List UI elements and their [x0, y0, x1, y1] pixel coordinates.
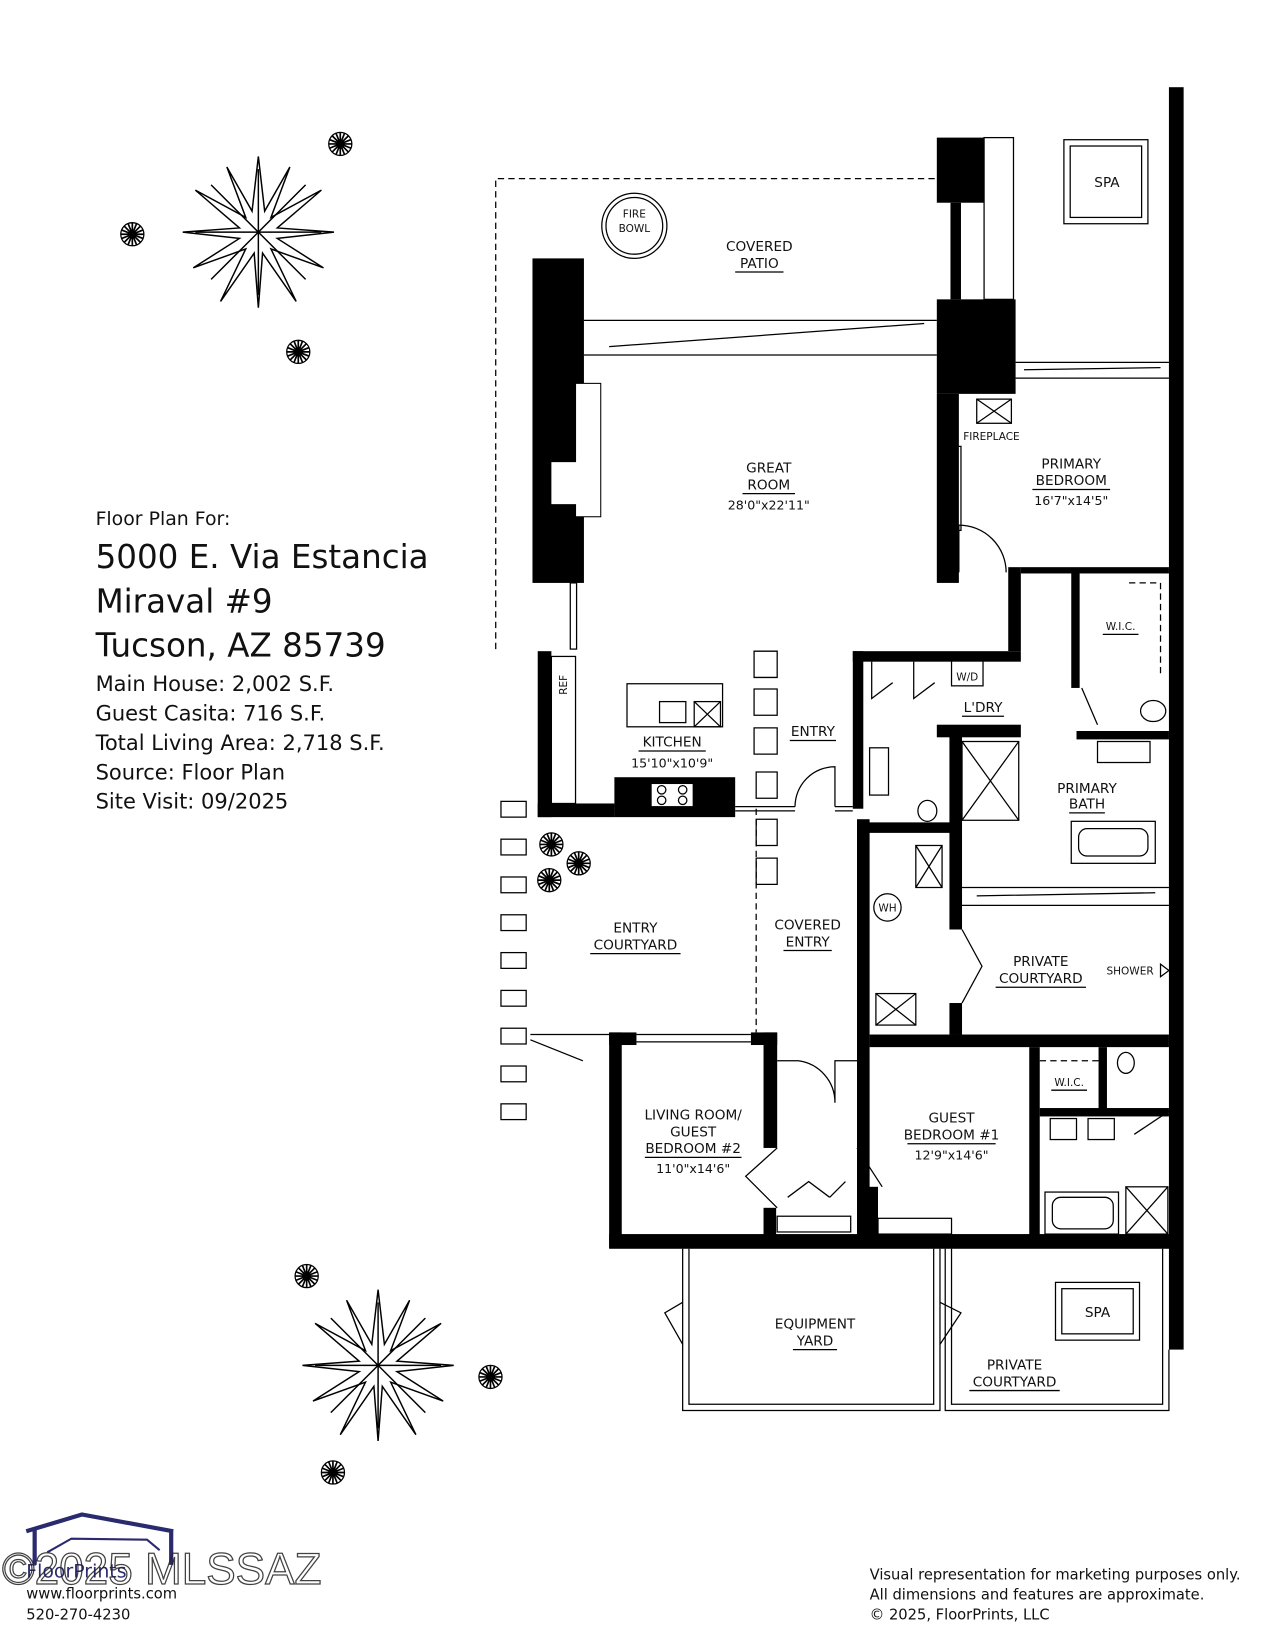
great-room-dims: 28'0"x22'11" — [728, 497, 810, 512]
covered-patio-label: COVERED — [726, 239, 793, 255]
lower-yard — [663, 1248, 1170, 1412]
private-courtyard-label: PRIVATE — [1013, 954, 1068, 970]
address-line: Tucson, AZ 85739 — [95, 626, 386, 664]
fire-bowl — [601, 192, 668, 260]
private-courtyard-label: PRIVATE — [987, 1358, 1042, 1374]
private-courtyard-label: COURTYARD — [999, 971, 1083, 987]
guest-bedroom-label: GUEST — [928, 1111, 975, 1127]
primary-bedroom-dims: 16'7"x14'5" — [1034, 493, 1108, 508]
watermark: ©2025 MLSSAZ — [2, 1545, 321, 1594]
spa-top — [1063, 139, 1149, 225]
water-heater-label: WH — [878, 903, 896, 915]
detail-line: Guest Casita: 716 S.F. — [96, 702, 326, 726]
floorprints-logo: FloorPrints — [25, 1512, 174, 1583]
logo-text: FloorPrints — [26, 1561, 126, 1583]
primary-bedroom-label: PRIMARY — [1041, 456, 1101, 472]
tree-top — [182, 155, 335, 309]
living-room-label: BEDROOM #2 — [645, 1141, 741, 1157]
intro-text: Floor Plan For: — [96, 508, 231, 530]
phone: 520-270-4230 — [26, 1607, 130, 1624]
entry-label: ENTRY — [791, 724, 836, 740]
wic-primary-label: W.I.C. — [1106, 621, 1136, 633]
laundry-label: L'DRY — [964, 700, 1003, 716]
shrub — [294, 832, 592, 1485]
guest-bedroom-dims: 12'9"x14'6" — [915, 1148, 989, 1163]
tree-bottom — [301, 1288, 455, 1442]
primary-bath-label: PRIMARY — [1057, 781, 1117, 797]
fire-bowl-label: BOWL — [619, 223, 651, 235]
living-room-label: GUEST — [670, 1124, 717, 1140]
equipment-yard-label: YARD — [796, 1333, 834, 1349]
address-line: Miraval #9 — [96, 582, 273, 620]
primary-bath-label: BATH — [1069, 797, 1105, 813]
detail-line: Source: Floor Plan — [96, 760, 285, 784]
detail-line: Main House: 2,002 S.F. — [96, 672, 335, 696]
living-room-label: LIVING ROOM/ — [644, 1108, 742, 1124]
covered-patio-label: PATIO — [740, 256, 779, 272]
private-courtyard-label: COURTYARD — [973, 1374, 1057, 1390]
washer-dryer-label: W/D — [956, 672, 978, 684]
ref-label: REF — [558, 675, 570, 695]
kitchen-dims: 15'10"x10'9" — [631, 756, 713, 771]
disclaimer-line: All dimensions and features are approxim… — [870, 1587, 1205, 1604]
walls — [532, 87, 1184, 1350]
covered-entry-label: ENTRY — [786, 934, 831, 950]
guest-bedroom-label: BEDROOM #1 — [904, 1128, 1000, 1144]
fire-bowl-label: FIRE — [623, 208, 646, 220]
kitchen-label: KITCHEN — [643, 735, 702, 751]
detail-line: Total Living Area: 2,718 S.F. — [95, 731, 385, 755]
shrub — [119, 131, 353, 365]
fireplace-label: FIREPLACE — [963, 431, 1019, 443]
living-room-dims: 11'0"x14'6" — [656, 1161, 730, 1176]
shower-label: SHOWER — [1106, 966, 1153, 978]
property-info: Floor Plan For: 5000 E. Via Estancia Mir… — [95, 508, 429, 814]
detail-line: Site Visit: 09/2025 — [96, 790, 289, 814]
primary-bedroom-label: BEDROOM — [1036, 473, 1107, 489]
equipment-yard-label: EQUIPMENT — [775, 1317, 856, 1333]
pavers — [500, 800, 527, 1121]
disclaimer-line: Visual representation for marketing purp… — [870, 1567, 1241, 1584]
room-labels: FIRE BOWL COVERED PATIO GREAT ROOM 28'0"… — [558, 175, 1154, 1392]
great-room-label: GREAT — [746, 461, 792, 477]
great-room-label: ROOM — [747, 477, 790, 493]
entry-courtyard-label: ENTRY — [613, 921, 658, 937]
spa-label: SPA — [1094, 175, 1120, 191]
address-line: 5000 E. Via Estancia — [96, 538, 429, 576]
spa-label: SPA — [1085, 1305, 1111, 1321]
entry-courtyard-label: COURTYARD — [594, 937, 678, 953]
wic-guest-label: W.I.C. — [1054, 1077, 1084, 1089]
details — [530, 319, 1170, 1246]
disclaimer-line: © 2025, FloorPrints, LLC — [870, 1607, 1050, 1624]
website: www.floorprints.com — [26, 1586, 177, 1603]
covered-entry-label: COVERED — [774, 917, 841, 933]
